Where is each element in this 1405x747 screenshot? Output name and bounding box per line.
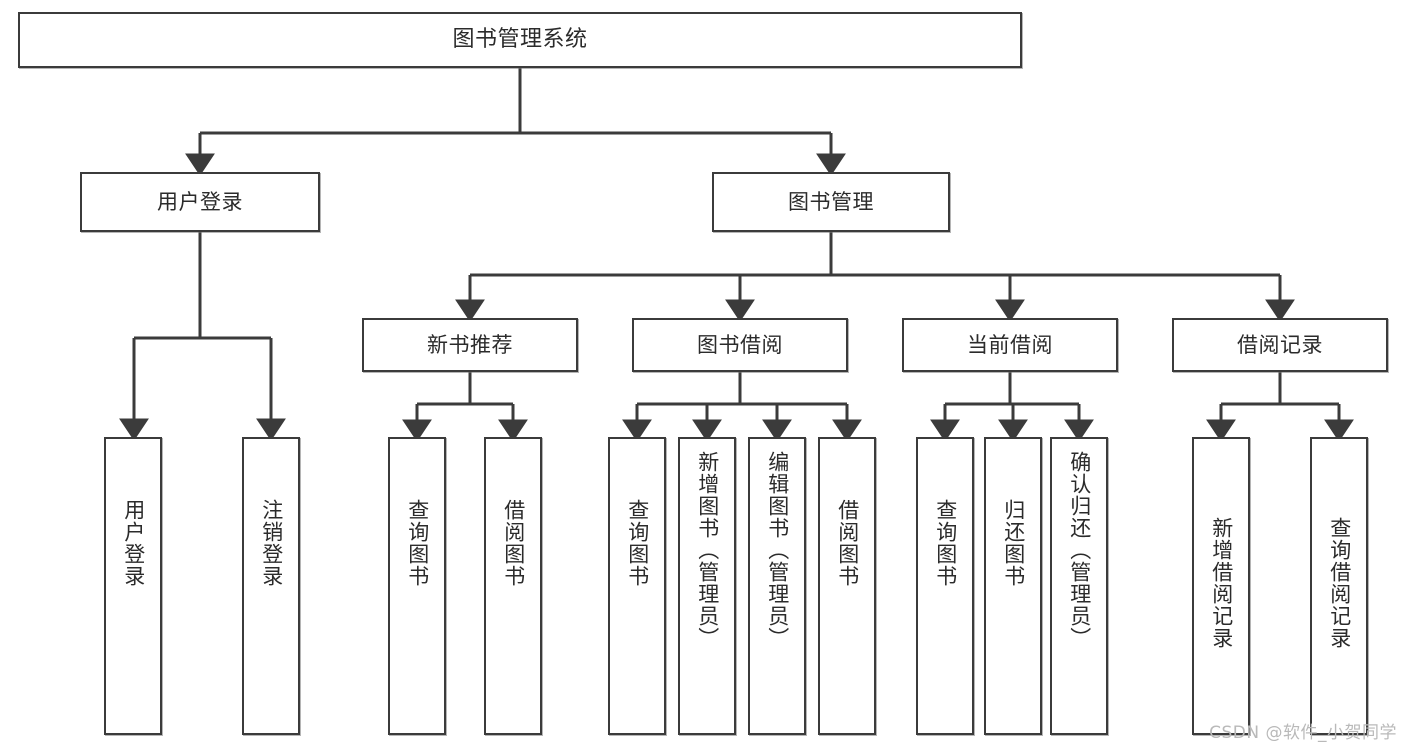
node-borrow-record[interactable]: 借阅记录 [1172, 318, 1388, 372]
node-leaf-add-book[interactable]: 新增图书（管理员） [678, 437, 736, 735]
node-borrow-record-label: 借阅记录 [1237, 332, 1323, 357]
node-root[interactable]: 图书管理系统 [18, 12, 1022, 68]
node-book-manage[interactable]: 图书管理 [712, 172, 950, 232]
node-leaf-borrow-book-1[interactable]: 借阅图书 [484, 437, 542, 735]
node-leaf-user-login-label: 用户登录 [121, 499, 146, 587]
node-leaf-query-book-3-label: 查询图书 [933, 499, 958, 587]
node-leaf-query-book-1[interactable]: 查询图书 [388, 437, 446, 735]
node-leaf-query-book-1-label: 查询图书 [405, 499, 430, 587]
node-leaf-confirm-return-label: 确认归还（管理员） [1067, 451, 1092, 649]
watermark: CSDN @软件_小贺同学 [1209, 723, 1397, 743]
node-leaf-borrow-book-2-label: 借阅图书 [835, 499, 860, 587]
node-leaf-return-book[interactable]: 归还图书 [984, 437, 1042, 735]
node-leaf-query-book-2[interactable]: 查询图书 [608, 437, 666, 735]
node-new-book-recommend[interactable]: 新书推荐 [362, 318, 578, 372]
node-leaf-borrow-book-2[interactable]: 借阅图书 [818, 437, 876, 735]
node-new-book-recommend-label: 新书推荐 [427, 332, 513, 357]
node-leaf-edit-book-label: 编辑图书（管理员） [765, 451, 790, 649]
node-leaf-query-record[interactable]: 查询借阅记录 [1310, 437, 1368, 735]
node-leaf-add-book-label: 新增图书（管理员） [695, 451, 720, 649]
node-leaf-user-logout[interactable]: 注销登录 [242, 437, 300, 735]
node-root-label: 图书管理系统 [452, 27, 588, 53]
node-user-login[interactable]: 用户登录 [80, 172, 320, 232]
node-leaf-confirm-return[interactable]: 确认归还（管理员） [1050, 437, 1108, 735]
node-leaf-add-record[interactable]: 新增借阅记录 [1192, 437, 1250, 735]
node-current-borrow[interactable]: 当前借阅 [902, 318, 1118, 372]
node-leaf-borrow-book-1-label: 借阅图书 [501, 499, 526, 587]
node-user-login-label: 用户登录 [157, 189, 243, 214]
node-leaf-query-book-2-label: 查询图书 [625, 499, 650, 587]
node-leaf-edit-book[interactable]: 编辑图书（管理员） [748, 437, 806, 735]
node-book-borrow-label: 图书借阅 [697, 332, 783, 357]
node-leaf-user-login[interactable]: 用户登录 [104, 437, 162, 735]
node-leaf-query-record-label: 查询借阅记录 [1327, 517, 1352, 649]
node-current-borrow-label: 当前借阅 [967, 332, 1053, 357]
node-leaf-user-logout-label: 注销登录 [259, 499, 284, 587]
node-leaf-return-book-label: 归还图书 [1001, 499, 1026, 587]
node-leaf-query-book-3[interactable]: 查询图书 [916, 437, 974, 735]
node-leaf-add-record-label: 新增借阅记录 [1209, 517, 1234, 649]
node-book-borrow[interactable]: 图书借阅 [632, 318, 848, 372]
node-book-manage-label: 图书管理 [788, 189, 874, 214]
